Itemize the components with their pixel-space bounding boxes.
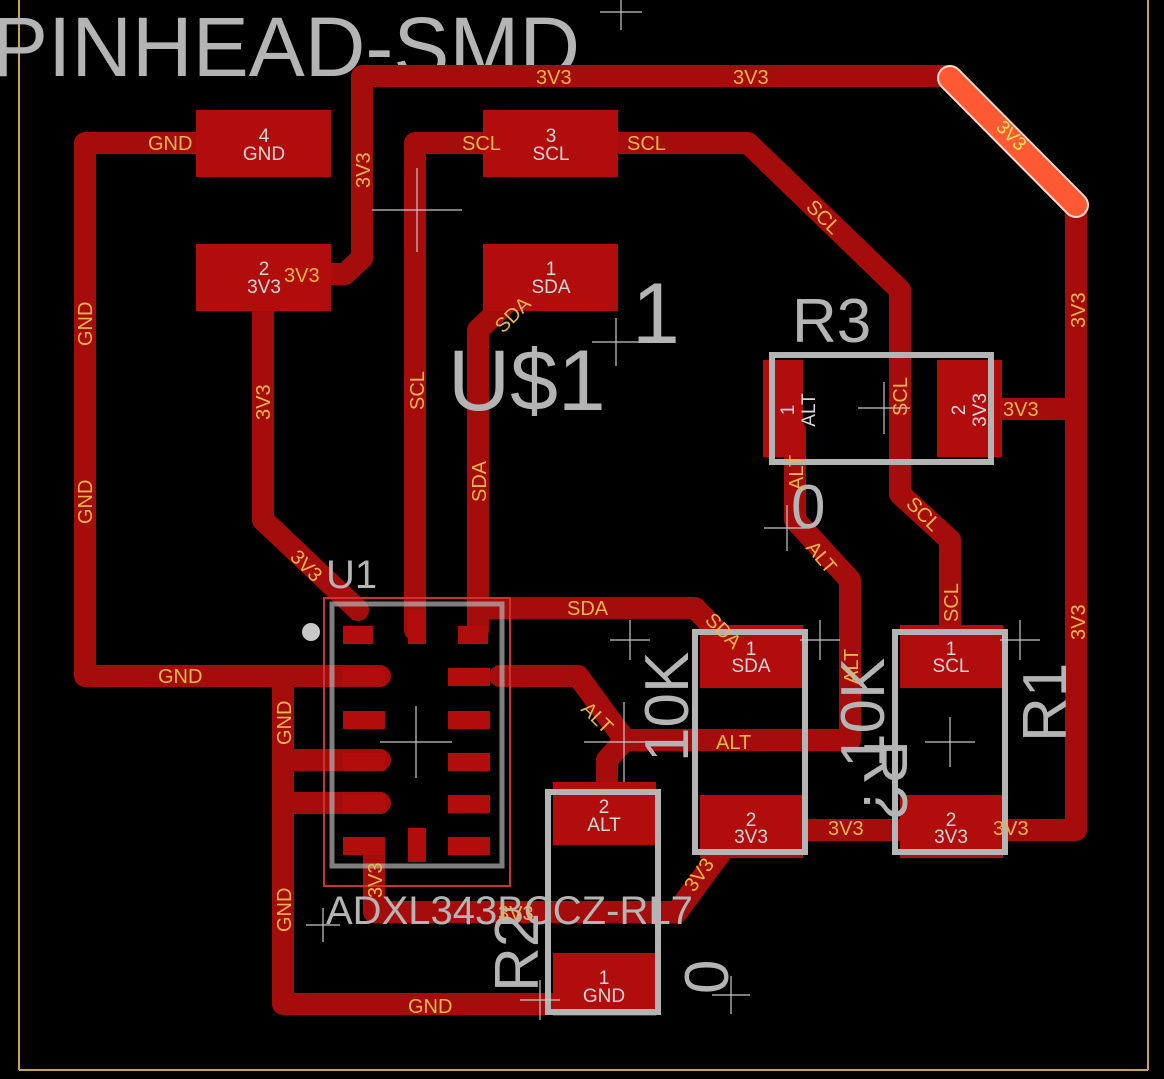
svg-text:ALT: ALT [587, 815, 621, 836]
svg-text:GND: GND [274, 701, 296, 745]
pad-r1-1 [900, 625, 1003, 688]
svg-text:ALT: ALT [799, 393, 820, 427]
svg-text:SCL: SCL [941, 583, 963, 622]
svg-text:SDA: SDA [531, 277, 570, 298]
svg-text:ALT: ALT [716, 732, 751, 754]
svg-text:3V3: 3V3 [365, 862, 387, 898]
r3-outline [769, 352, 994, 465]
svg-text:SCL: SCL [533, 144, 570, 165]
part-value-rmid: 10K [633, 652, 702, 762]
svg-text:ALT: ALT [841, 649, 863, 684]
svg-text:3V3: 3V3 [993, 818, 1029, 840]
traces [74, 65, 1087, 1015]
trace-scl-left [404, 132, 496, 641]
svg-text:3V3: 3V3 [1068, 292, 1090, 328]
trace-gnd [74, 132, 609, 1015]
svg-text:GND: GND [583, 986, 625, 1007]
svg-text:1: 1 [546, 259, 557, 280]
svg-text:1: 1 [599, 968, 610, 989]
part-value-header: 1 [632, 266, 680, 362]
rmid-outline [692, 629, 808, 855]
svg-text:GND: GND [243, 144, 285, 165]
trace-alt-r3 [784, 419, 861, 751]
svg-text:2: 2 [746, 810, 757, 831]
svg-text:GND: GND [158, 666, 202, 688]
svg-text:3V3: 3V3 [247, 277, 281, 298]
part-name-header: U$1 [448, 333, 606, 429]
svg-text:GND: GND [75, 302, 97, 346]
pad-r1-2 [900, 795, 1003, 858]
part-value-u1: ADXL343BCCZ-RL7 [326, 889, 693, 933]
pad-labels: 4 GND 3 SCL 2 3V3 1 SDA 1 ALT 2 3V3 1 SD… [243, 126, 991, 1007]
pad-r2-1 [553, 953, 656, 1016]
svg-text:3V3: 3V3 [253, 384, 275, 420]
svg-text:1: 1 [946, 639, 957, 660]
svg-text:3: 3 [546, 126, 557, 147]
svg-text:2: 2 [599, 797, 610, 818]
svg-text:1: 1 [746, 639, 757, 660]
trace-3v3-bottom [363, 829, 741, 923]
part-value-r3: 0 [791, 473, 825, 542]
part-name-rmid: R? [850, 740, 919, 819]
u1-keepout [323, 597, 511, 887]
pad-header-2 [196, 244, 331, 311]
svg-text:GND: GND [408, 996, 452, 1018]
svg-text:SDA: SDA [731, 656, 770, 677]
svg-text:3V3: 3V3 [1003, 399, 1039, 421]
part-value-r2: 0 [673, 960, 742, 994]
u1-body [329, 601, 505, 869]
svg-text:3V3: 3V3 [828, 818, 864, 840]
trace-3v3-left [252, 279, 369, 621]
svg-text:SDA: SDA [567, 598, 609, 620]
origin-crosses [306, 0, 1040, 1020]
part-name-u1: U1 [326, 553, 377, 597]
pad-rmid-2 [700, 795, 803, 858]
trace-scl-right [604, 132, 961, 641]
u1-pin1-dot [302, 623, 320, 641]
pad-rmid-1 [700, 625, 803, 688]
trace-3v3-selected[interactable] [939, 67, 1087, 216]
svg-text:4: 4 [259, 126, 270, 147]
svg-text:3V3: 3V3 [1068, 604, 1090, 640]
svg-text:3V3: 3V3 [498, 903, 534, 925]
r2-outline [545, 789, 661, 1015]
svg-text:3V3: 3V3 [733, 67, 769, 89]
trace-3v3-top [334, 65, 959, 285]
svg-text:SCL: SCL [890, 377, 912, 416]
svg-text:3V3: 3V3 [734, 827, 768, 848]
svg-text:3V3: 3V3 [934, 827, 968, 848]
svg-text:2: 2 [259, 259, 270, 280]
svg-text:3V3: 3V3 [536, 67, 572, 89]
svg-text:3V3: 3V3 [353, 152, 375, 188]
pad-header-4 [196, 110, 331, 177]
svg-text:SCL: SCL [407, 371, 429, 410]
part-name-r3: R3 [792, 287, 871, 356]
svg-text:2: 2 [949, 405, 970, 416]
svg-text:SCL: SCL [627, 133, 666, 155]
svg-text:GND: GND [75, 480, 97, 524]
svg-text:3V3: 3V3 [284, 265, 320, 287]
silkscreen [302, 352, 1008, 1015]
pad-header-3 [483, 110, 618, 177]
svg-text:SCL: SCL [933, 656, 970, 677]
r1-outline [892, 629, 1008, 855]
pad-header-1 [483, 244, 618, 311]
trace-alt-u1 [489, 665, 636, 811]
part-name-r2: R2 [483, 913, 552, 992]
svg-text:3V3: 3V3 [970, 393, 991, 427]
svg-text:ALT: ALT [786, 455, 808, 490]
part-value-r1: 10K [829, 658, 898, 768]
svg-text:GND: GND [148, 133, 192, 155]
part-name-r1: R1 [1011, 663, 1080, 742]
svg-text:2: 2 [946, 810, 957, 831]
svg-text:SDA: SDA [469, 460, 491, 502]
svg-text:SCL: SCL [462, 133, 501, 155]
svg-text:GND: GND [274, 888, 296, 932]
svg-text:1: 1 [778, 405, 799, 416]
